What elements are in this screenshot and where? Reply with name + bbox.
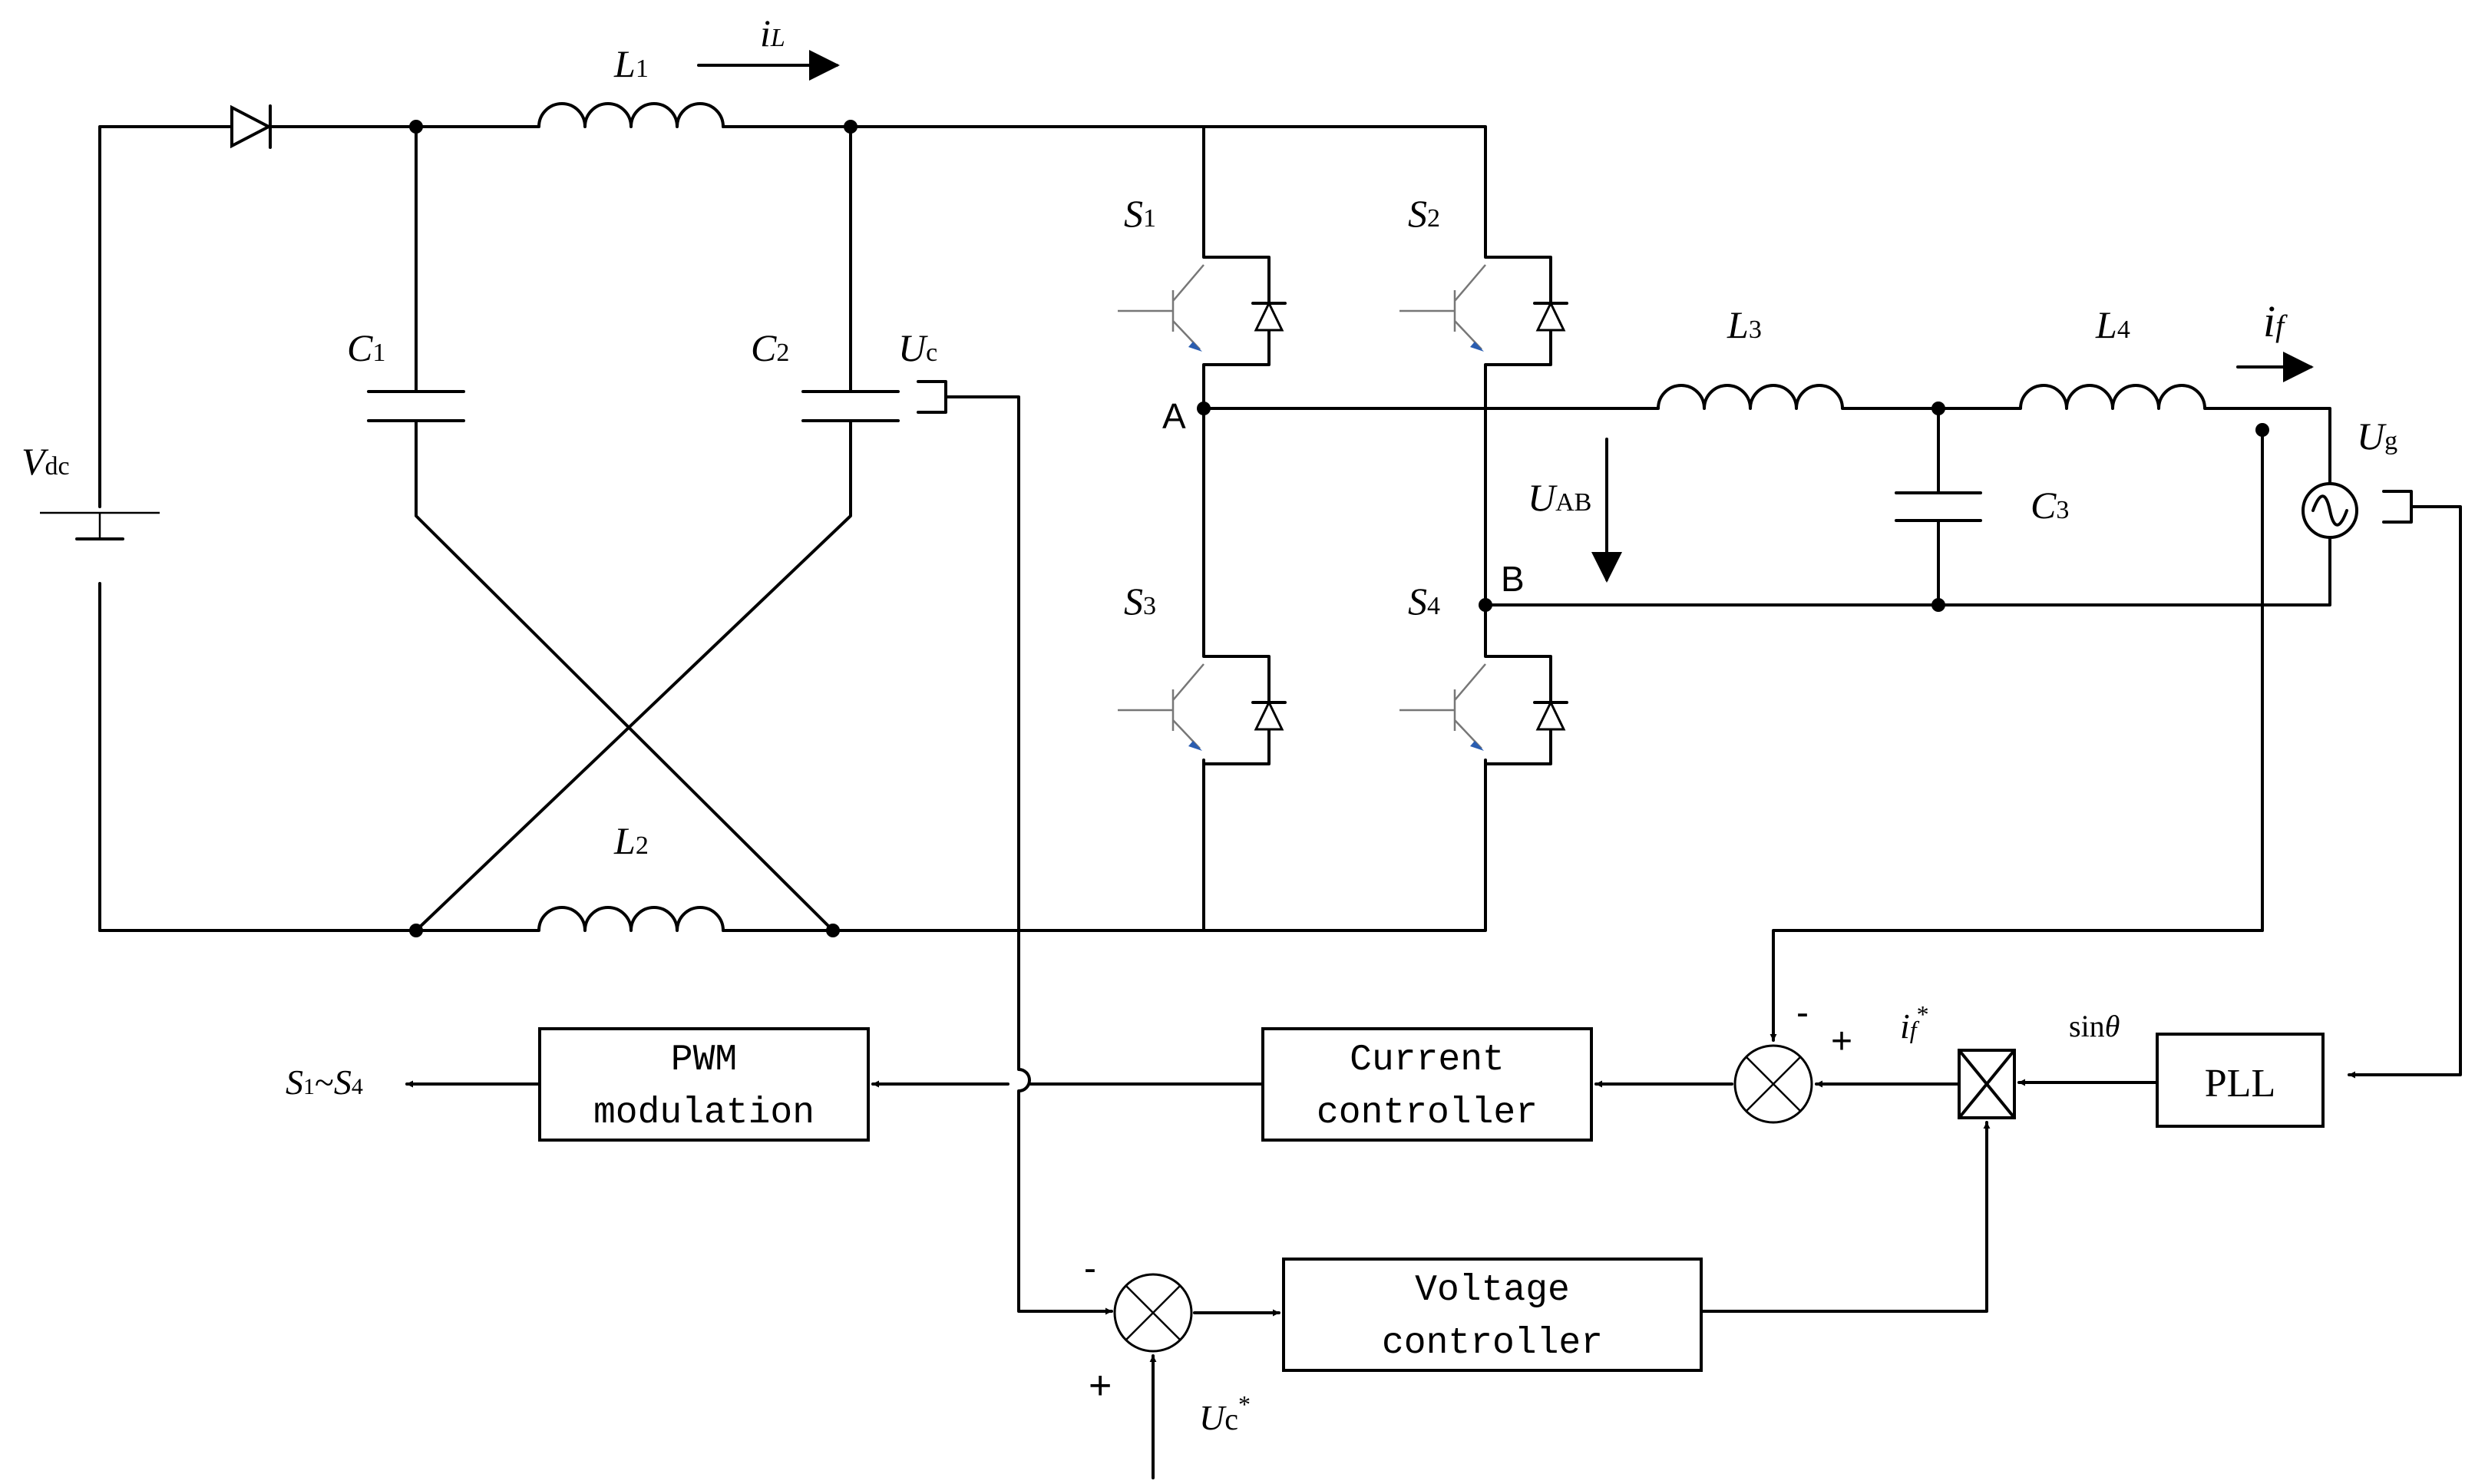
voltage-block-line1: Voltage <box>1415 1270 1570 1311</box>
multiplier-block <box>1958 1049 2016 1119</box>
capacitor-c1 <box>367 390 465 422</box>
switch-s1 <box>1118 244 1287 378</box>
label-s4: S4 <box>1408 580 1440 623</box>
label-switch-signals: S1~S4 <box>286 1063 363 1102</box>
c1-branch <box>415 125 834 932</box>
voltage-controller-block <box>1282 1258 1703 1372</box>
current-sum-plus: + <box>1831 1021 1852 1062</box>
pll-block <box>2156 1033 2325 1128</box>
voltage-sum-minus: - <box>1084 1248 1096 1289</box>
pll-block-label: PLL <box>2205 1062 2275 1106</box>
dc-source <box>40 511 160 540</box>
ug-sense-wire <box>2348 505 2462 1079</box>
c2-branch <box>415 125 852 932</box>
voltage-summing-junction <box>1113 1273 1193 1353</box>
label-uc: Uc <box>898 326 937 369</box>
current-sum-minus: - <box>1796 993 1809 1033</box>
capacitor-c3 <box>1895 491 1982 522</box>
label-uc-ref: Uc* <box>1199 1390 1251 1437</box>
control-wiring <box>405 929 2264 1479</box>
label-vdc: Vdc <box>21 440 70 483</box>
label-s3: S3 <box>1124 580 1156 623</box>
diode <box>226 104 275 149</box>
label-node-a: A <box>1162 396 1186 436</box>
label-c1: C1 <box>347 326 385 369</box>
junction-dots <box>409 120 2269 937</box>
current-block-line1: Current <box>1350 1039 1505 1081</box>
label-l2: L2 <box>613 819 649 862</box>
uc-sense-wire <box>944 395 1113 1315</box>
pwm-block-line1: PWM <box>671 1039 737 1081</box>
label-node-b: B <box>1501 559 1525 599</box>
inductor-l4 <box>2017 384 2209 410</box>
source-wire <box>98 125 418 932</box>
switch-s3 <box>1118 643 1287 777</box>
inductor-l1 <box>536 102 725 128</box>
bottom-rail <box>98 759 1487 932</box>
label-l4: L4 <box>2095 303 2130 346</box>
label-s2: S2 <box>1408 192 1440 235</box>
inductor-l2 <box>536 906 725 932</box>
label-sin-theta: sinθ <box>2069 1009 2120 1043</box>
capacitor-c2 <box>801 390 900 422</box>
label-l3: L3 <box>1727 303 1762 346</box>
label-if: if <box>2263 296 2288 346</box>
current-controller-block <box>1261 1027 1593 1142</box>
inductor-l3 <box>1655 384 1846 410</box>
label-if-ref: if* <box>1900 1000 1929 1046</box>
voltage-sum-plus: + <box>1089 1363 1112 1408</box>
ac-wiring <box>1202 407 2331 606</box>
label-uab: UAB <box>1528 476 1591 519</box>
voltage-block-line2: controller <box>1382 1323 1603 1364</box>
label-c2: C2 <box>751 326 789 369</box>
switch-s4 <box>1399 643 1568 777</box>
current-block-line2: controller <box>1317 1092 1538 1134</box>
label-il: iL <box>760 12 785 55</box>
label-l1: L1 <box>613 42 649 85</box>
grid-source-icon <box>2302 482 2358 539</box>
switch-s2 <box>1399 244 1568 378</box>
pwm-block-line2: modulation <box>593 1092 815 1134</box>
uc-connector <box>917 380 947 414</box>
ug-connector <box>2382 490 2413 524</box>
top-rail <box>415 125 1487 247</box>
label-c3: C3 <box>2031 484 2069 527</box>
label-s1: S1 <box>1124 192 1156 235</box>
label-ug: Ug <box>2357 415 2397 458</box>
current-summing-junction <box>1733 1044 1813 1124</box>
